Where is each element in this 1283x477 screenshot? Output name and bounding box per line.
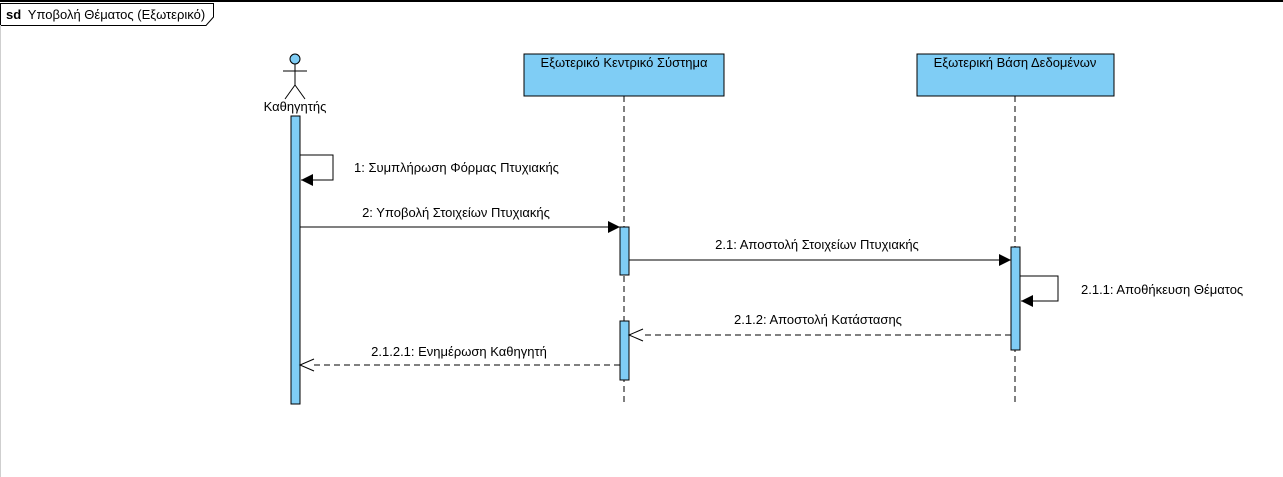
message-2-1: 2.1: Αποστολή Στοιχείων Πτυχιακής bbox=[629, 237, 1011, 266]
frame-tab: sd Υποβολή Θέματος (Εξωτερικό) bbox=[0, 3, 214, 26]
message-2-1-2: 2.1.2: Αποστολή Κατάστασης bbox=[627, 312, 1011, 342]
frame-keyword: sd bbox=[6, 7, 21, 22]
message-2-1-2-1-label: 2.1.2.1: Ενημέρωση Καθηγητή bbox=[371, 344, 547, 359]
central-system-label: Εξωτερικό Κεντρικό Σύστημα bbox=[541, 55, 708, 70]
actor-label: Καθηγητής bbox=[264, 99, 327, 114]
message-2-1-1: 2.1.1: Αποθήκευση Θέματος bbox=[1020, 275, 1243, 307]
message-2-label: 2: Υποβολή Στοιχείων Πτυχιακής bbox=[362, 205, 550, 220]
message-1-label: 1: Συμπλήρωση Φόρμας Πτυχιακής bbox=[354, 160, 559, 175]
participant-teacher: Καθηγητής bbox=[264, 53, 327, 114]
message-1: 1: Συμπλήρωση Φόρμας Πτυχιακής bbox=[300, 154, 559, 186]
message-2-1-2-1: 2.1.2.1: Ενημέρωση Καθηγητή bbox=[298, 344, 620, 372]
activation-central-1 bbox=[619, 226, 630, 276]
svg-text:sd Υποβολή Θέματος (Εξωτ: sd Υποβολή Θέματος (Εξωτερικό) bbox=[6, 7, 205, 22]
message-2-1-label: 2.1: Αποστολή Στοιχείων Πτυχιακής bbox=[715, 237, 919, 252]
message-2: 2: Υποβολή Στοιχείων Πτυχιακής bbox=[300, 205, 620, 233]
frame-title: Υποβολή Θέματος (Εξωτερικό) bbox=[28, 7, 205, 22]
message-2-1-2-label: 2.1.2: Αποστολή Κατάστασης bbox=[734, 312, 902, 327]
message-2-1-1-label: 2.1.1: Αποθήκευση Θέματος bbox=[1081, 282, 1243, 297]
participant-database: Εξωτερική Βάση Δεδομένων bbox=[916, 53, 1115, 97]
activation-database bbox=[1010, 246, 1021, 351]
activation-central-2 bbox=[619, 320, 630, 381]
actor-icon bbox=[283, 53, 307, 100]
activation-teacher bbox=[290, 115, 301, 405]
database-label: Εξωτερική Βάση Δεδομένων bbox=[934, 55, 1097, 70]
participant-central-system: Εξωτερικό Κεντρικό Σύστημα bbox=[523, 53, 725, 97]
